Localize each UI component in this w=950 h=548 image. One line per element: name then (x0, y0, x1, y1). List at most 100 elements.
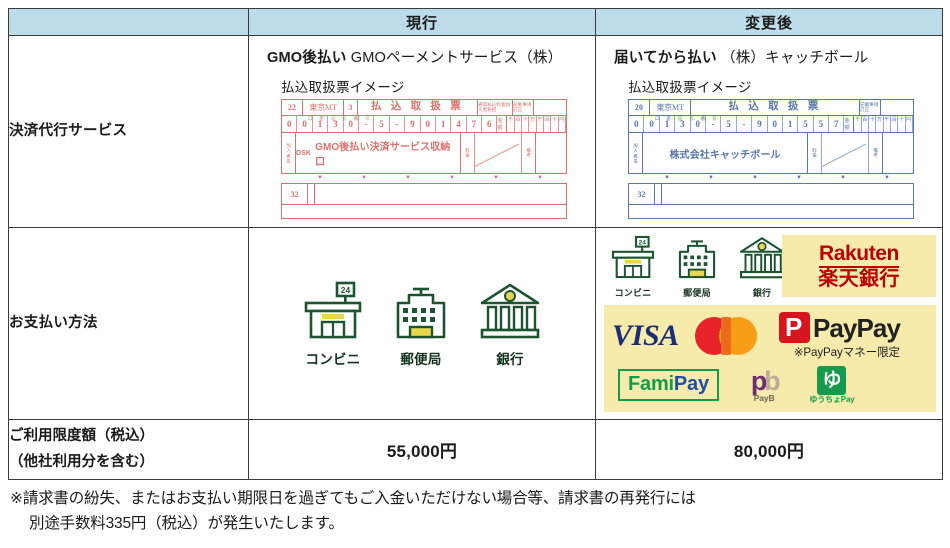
table-row-limit: ご利用限度額（税込） （他社利用分を含む） 55,000円 80,000円 (8, 419, 943, 480)
slip-office-current: 東京MT (303, 100, 344, 115)
slip-bottom-top-current: 32 (282, 184, 566, 205)
slip-digit: 7 (467, 116, 483, 132)
table-row-agency: 決済代行サービス GMO後払い GMOペーメントサービス（株） 払込取扱票イメー… (8, 35, 943, 228)
slip-digit: 9 (405, 116, 421, 132)
slip-bikou-label-current: 備考 (526, 148, 532, 158)
slip-arrow-icon: ▼ (361, 175, 367, 181)
method-bank-after: 銀行 (738, 235, 786, 299)
slip-title-after: 払 込 取 扱 票 (691, 100, 860, 115)
slip-payee-label-current: 加入者名 (282, 133, 296, 173)
slip-digit: 5 (721, 116, 737, 132)
method-post-office-current: 郵便局 (390, 281, 452, 368)
agency-company-after: （株）キャッチボール (720, 50, 869, 66)
slip-digit: 5 (798, 116, 814, 132)
slip-digit: 1 (313, 116, 329, 132)
slip-amount-unit: 千 (537, 116, 545, 132)
limit-label-line1: ご利用限度額（税込） (9, 428, 154, 445)
svg-text:24: 24 (341, 285, 351, 295)
slip-caption-after: 払込取扱票イメージ (628, 80, 752, 95)
slip-year-current: 22 (282, 100, 303, 115)
slip-amount-unit: 円 (906, 116, 913, 132)
paypay-mark-icon (778, 312, 810, 343)
table-header-row: 現行 変更後 (8, 8, 943, 36)
method-convenience-current: 24 コンビニ (302, 281, 364, 368)
mastercard-overlap (720, 317, 731, 355)
visa-logo: VISA (612, 319, 679, 352)
agency-block-after: 届いてから払い （株）キャッチボール 払込取扱票イメージ 20 東京MT 払 込… (596, 36, 942, 227)
slip-payee-name-after: 株式会社キャッチボール (669, 149, 781, 161)
slip-digit: 0 (644, 116, 660, 132)
slip-arrow-icon: ▼ (708, 175, 714, 181)
method-label-current: 郵便局 (400, 352, 442, 367)
agency-name-after: 届いてから払い (614, 50, 717, 66)
slip-digit: 3 (328, 116, 344, 132)
cell-agency-after: 届いてから払い （株）キャッチボール 払込取扱票イメージ 20 東京MT 払 込… (595, 35, 943, 228)
slip-payee-current: DSK GMO後払い決済サービス収納口 (296, 133, 461, 173)
yuucho-pay-logo: ゆ ゆうちょPay (809, 366, 855, 404)
digital-payments-highlight: VISA PayPay (604, 305, 936, 412)
slip-arrow-icon: ▼ (840, 175, 846, 181)
slip-body-current: 22 東京MT 3 払 込 取 扱 票 通常払込料金加入者負担 記載事項訂正 (281, 99, 567, 174)
slip-note-right2-current: 記載事項訂正 (513, 100, 534, 115)
slip-bottom-code-after: 32 (629, 184, 655, 204)
comparison-table: 現行 変更後 決済代行サービス GMO後払い GMOペーメントサービス（株） 払… (8, 8, 943, 480)
slip-bottom-block-after: 32 (628, 183, 914, 219)
method-icons-after: 24 コンビニ (604, 235, 942, 299)
payb-glyph: pb (751, 365, 781, 396)
slip-digit: 1 (660, 116, 676, 132)
slip-arrow-icon: ▼ (405, 175, 411, 181)
slip-arrow-icon: ▼ (449, 175, 455, 181)
slip-payee-after: 株式会社キャッチボール (643, 133, 808, 173)
slip-title-current: 払 込 取 扱 票 (358, 100, 478, 115)
slip-amount-unit: 千 (854, 116, 862, 132)
bank-icon (739, 237, 785, 279)
method-label-current: コンビニ (305, 352, 361, 367)
paypay-logo: PayPay (778, 312, 901, 343)
slip-fee-label-current: 料金 (461, 133, 475, 173)
slip-digit: 1 (783, 116, 799, 132)
slip-digit: 0 (691, 116, 706, 132)
paypay-wordmark: PayPay (812, 312, 901, 343)
slip-amount-cells-after: 千 百 十 万 千 百 十 円 (854, 116, 913, 132)
slip-amount-unit: 十 (551, 116, 559, 132)
slip-account-label-after: 口座記号番号 (655, 115, 724, 121)
rakuten-bank-logo: Rakuten 楽天銀行 (818, 242, 900, 290)
slip-top-row-after: 20 東京MT 払 込 取 扱 票 記載事項訂正 (629, 100, 913, 116)
slip-account-label-current: 口座記号番号 (308, 115, 377, 121)
slip-arrow-icon: ▼ (884, 175, 890, 181)
mastercard-logo (694, 317, 757, 355)
famipay-pay: Pay (673, 373, 709, 395)
payb-glyph-b: b (764, 365, 781, 396)
slip-digit: 1 (436, 116, 452, 132)
slip-amount-unit: 万 (529, 116, 537, 132)
slip-arrow-icon: ▼ (493, 175, 499, 181)
footnote-line1: ※請求書の紛失、またはお支払い期限日を過ぎてもご入金いただけない場合等、請求書の… (10, 490, 696, 507)
slip-bottom-fill-after (662, 184, 913, 204)
row-label-payment-methods: お支払い方法 (8, 227, 249, 420)
yuucho-glyph-icon: ゆ (817, 366, 847, 395)
post-office-icon (678, 240, 716, 279)
slip-blank-box-current (534, 100, 566, 115)
agency-name-current: GMO後払い (267, 50, 347, 66)
slip-amount-unit: 十 (522, 116, 530, 132)
slip-slash-box-current (475, 133, 522, 173)
payb-logo: pb PayB (751, 365, 781, 403)
method-label-after: コンビニ (614, 288, 652, 298)
slip-bottom-gap-after (655, 184, 662, 204)
rakuten-bank-highlight: Rakuten 楽天銀行 (782, 235, 936, 297)
slip-arrow-marks-current: ▼ ▼ ▼ ▼ ▼ ▼ (281, 174, 567, 183)
slip-bottom-gap-current (308, 184, 315, 204)
post-office-icon (396, 287, 446, 339)
slip-amount-unit: 万 (876, 116, 884, 132)
slip-arrow-icon: ▼ (796, 175, 802, 181)
famipay-fami: Fami (628, 373, 674, 395)
slip-digit: 9 (752, 116, 768, 132)
wallet-logos-row: FamiPay pb PayB ゆ ゆうちょPay (612, 366, 928, 404)
rakuten-bank-jp: 楽天銀行 (818, 267, 900, 290)
row-label-limit: ご利用限度額（税込） （他社利用分を含む） (8, 419, 249, 480)
card-logos-row: VISA PayPay (612, 312, 928, 360)
slip-digit: 7 (829, 116, 845, 132)
slip-blank-box-after (881, 100, 913, 115)
slip-arrow-marks-after: ▼ ▼ ▼ ▼ ▼ ▼ (628, 174, 914, 183)
